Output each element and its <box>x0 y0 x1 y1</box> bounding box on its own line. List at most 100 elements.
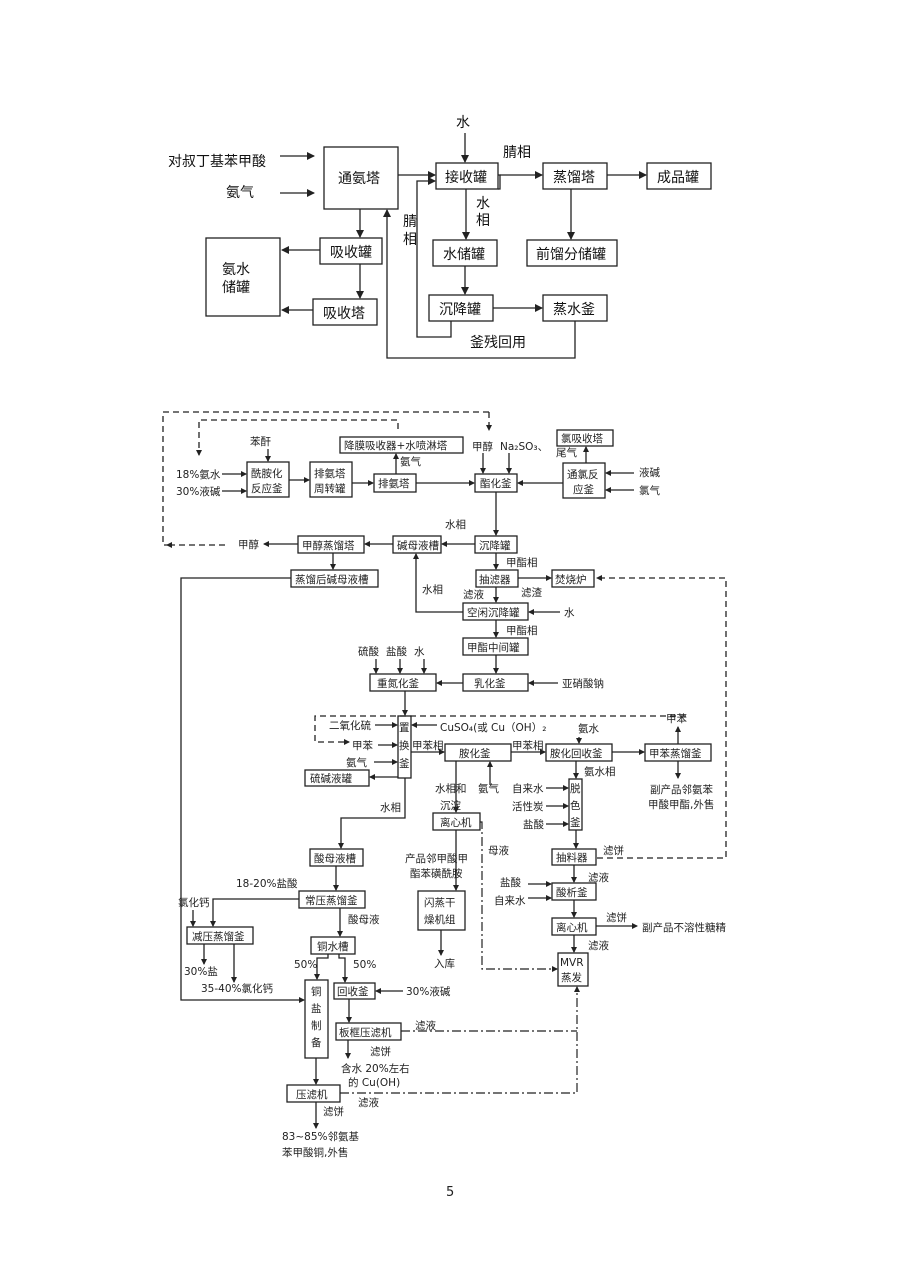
label-cacl2-in: 氯化钙 <box>178 896 210 909</box>
label-ammonolysis-kettle: 胺化釜 <box>459 747 491 760</box>
label-water-phase-sed-2: 沉淀 <box>440 799 461 812</box>
label-mvr-1: MVR <box>560 957 584 969</box>
label-decolor-1: 脱 <box>570 782 581 795</box>
diagram1-connectors <box>280 133 647 359</box>
label-acid-input: 对叔丁基苯甲酸 <box>168 153 266 170</box>
label-filter-cake-2: 滤饼 <box>606 911 627 924</box>
label-water-phase-b: 水相 <box>422 583 443 596</box>
label-air-settle: 空闲沉降罐 <box>467 606 520 619</box>
label-incinerator: 焚烧炉 <box>555 573 587 586</box>
label-film-absorber: 降膜吸收器+水喷淋塔 <box>344 439 448 452</box>
label-nitrile-phase-top: 腈相 <box>503 145 531 161</box>
label-water-tank: 水储罐 <box>443 247 485 263</box>
label-tail-gas: 尾气 <box>556 446 577 459</box>
label-sodium-nitrite: 亚硝酸钠 <box>562 677 604 690</box>
label-diazo-kettle: 重氮化釜 <box>377 677 419 690</box>
label-filtrate-4: 滤液 <box>415 1019 436 1032</box>
label-chlorination-2: 应釜 <box>573 483 594 496</box>
label-press-filter: 压滤机 <box>296 1088 328 1101</box>
label-centrifuge-2: 离心机 <box>556 921 588 934</box>
label-water20-1: 含水 20%左右 <box>341 1062 410 1075</box>
box-film-absorber <box>339 436 464 454</box>
label-copper-salt-1: 铜 <box>311 986 322 998</box>
flow-diagram-1: 通氨塔 吸收罐 吸收塔 氨水 储罐 接收罐 水储罐 沉降罐 蒸馏塔 成品罐 前馏… <box>168 115 712 359</box>
label-filter-cake-1: 滤饼 <box>603 844 624 857</box>
label-byproduct-1: 副产品邻氨苯 <box>650 783 713 796</box>
label-absorb-tank: 吸收罐 <box>330 245 372 261</box>
label-water-phase-c: 水相 <box>380 801 401 814</box>
label-residue-reuse: 釜残回用 <box>470 335 526 351</box>
label-absorb-tower: 吸收塔 <box>323 306 365 322</box>
box-flash-dryer <box>417 890 466 931</box>
label-ammonia-tower: 通氨塔 <box>338 171 380 187</box>
box-ammonia-tower <box>323 146 399 210</box>
label-toluene-out: 甲苯 <box>666 712 687 725</box>
label-na2so3: Na₂SO₃、 <box>500 441 548 453</box>
page-number: 5 <box>446 1185 454 1200</box>
label-filter-residue: 滤渣 <box>521 586 542 599</box>
label-steam-kettle: 蒸水釜 <box>553 302 595 318</box>
label-salt-30: 30%盐 <box>184 965 218 978</box>
label-vac-still: 减压蒸馏釜 <box>192 930 245 943</box>
label-deammonia-transfer-1: 排氨塔 <box>314 467 346 480</box>
label-water-phase-1: 水 <box>476 196 490 212</box>
label-water-in: 水 <box>564 607 575 619</box>
box-front-fraction-tank <box>526 239 618 267</box>
label-nitrile-left-1: 腈 <box>403 214 417 230</box>
label-displacement-3: 釜 <box>399 757 410 770</box>
label-methanol-still: 甲醇蒸馏塔 <box>302 539 355 552</box>
box-steam-kettle <box>542 294 608 322</box>
process-boxes: 酰胺化 反应釜 排氨塔 周转罐 排氨塔 降膜吸收器+水喷淋塔 酯化釜 氯吸收塔 … <box>186 429 712 1103</box>
label-acid-mother: 酸母液 <box>348 913 380 926</box>
label-pct50-b: 50% <box>353 959 376 971</box>
label-recovery-kettle: 回收釜 <box>337 985 369 998</box>
label-post-distill-lye: 蒸馏后碱母液槽 <box>295 573 369 586</box>
label-water-input: 水 <box>456 115 470 131</box>
box-absorb-tower <box>312 298 378 326</box>
box-water-tank <box>432 239 498 267</box>
stream-labels: 苯酐 18%氨水 30%液碱 氨气 甲醇 Na₂SO₃、 尾气 液碱 氯气 水相… <box>176 435 726 1159</box>
box-incinerator <box>551 569 595 588</box>
label-chlorination-1: 通氯反 <box>567 468 599 481</box>
label-settle-tank-2: 沉降罐 <box>479 539 511 552</box>
label-lye-30-b: 30%液碱 <box>406 985 451 998</box>
label-ammonia-water-tank-2: 储罐 <box>222 280 250 296</box>
box-product-tank <box>646 162 712 190</box>
label-copper-salt-3: 制 <box>311 1019 322 1032</box>
label-chlorine-absorber: 氯吸收塔 <box>561 432 603 445</box>
label-filter-cake-3: 滤饼 <box>370 1045 391 1058</box>
label-cuso4: CuSO₄(或 Cu（OH）₂ <box>440 722 546 734</box>
label-ammonia-water-tank-1: 氨水 <box>222 262 250 278</box>
label-so2: 二氧化硫 <box>329 719 371 732</box>
label-filter-cake-4: 滤饼 <box>323 1105 344 1118</box>
label-liquid-lye: 液碱 <box>639 466 660 479</box>
box-ammonia-water-tank <box>205 237 281 317</box>
box-vac-still <box>186 926 254 945</box>
label-suction-filter-2: 抽料器 <box>556 851 588 864</box>
label-filtrate-3: 滤液 <box>588 939 609 952</box>
box-absorb-tank <box>319 237 383 265</box>
label-water20-2: 的 Cu(OH) <box>348 1076 400 1089</box>
label-water-phase-a: 水相 <box>445 518 466 531</box>
label-water-2: 水 <box>414 646 425 658</box>
label-final-1: 83~85%邻氨基 <box>282 1130 359 1143</box>
label-filtrate-5: 滤液 <box>358 1096 379 1109</box>
label-toluene-phase-2: 甲苯相 <box>512 739 544 752</box>
label-lye-30: 30%液碱 <box>176 485 221 498</box>
label-activated-carbon: 活性炭 <box>512 800 544 813</box>
label-flash-dryer-1: 闪蒸干 <box>424 896 456 909</box>
label-emulsify-kettle: 乳化釜 <box>474 677 506 690</box>
label-product-tank: 成品罐 <box>657 170 699 186</box>
label-displacement-2: 换 <box>399 739 410 752</box>
label-final-2: 苯甲酸铜,外售 <box>282 1146 348 1159</box>
label-sulfite-tank: 硫碱液罐 <box>310 772 352 785</box>
label-copper-water-tank: 铜水槽 <box>317 941 349 953</box>
label-ammonia-water-phase: 氨水相 <box>584 765 616 778</box>
label-hydrochloric: 盐酸 <box>386 645 407 658</box>
label-ammonia-gas-3: 氨气 <box>478 782 499 795</box>
flow-diagram-2: 酰胺化 反应釜 排氨塔 周转罐 排氨塔 降膜吸收器+水喷淋塔 酯化釜 氯吸收塔 … <box>162 411 727 1159</box>
label-flash-dryer-2: 燥机组 <box>424 913 456 926</box>
label-acid-mother-tank: 酸母液槽 <box>314 852 356 865</box>
label-filtrate-1: 滤液 <box>463 588 484 601</box>
